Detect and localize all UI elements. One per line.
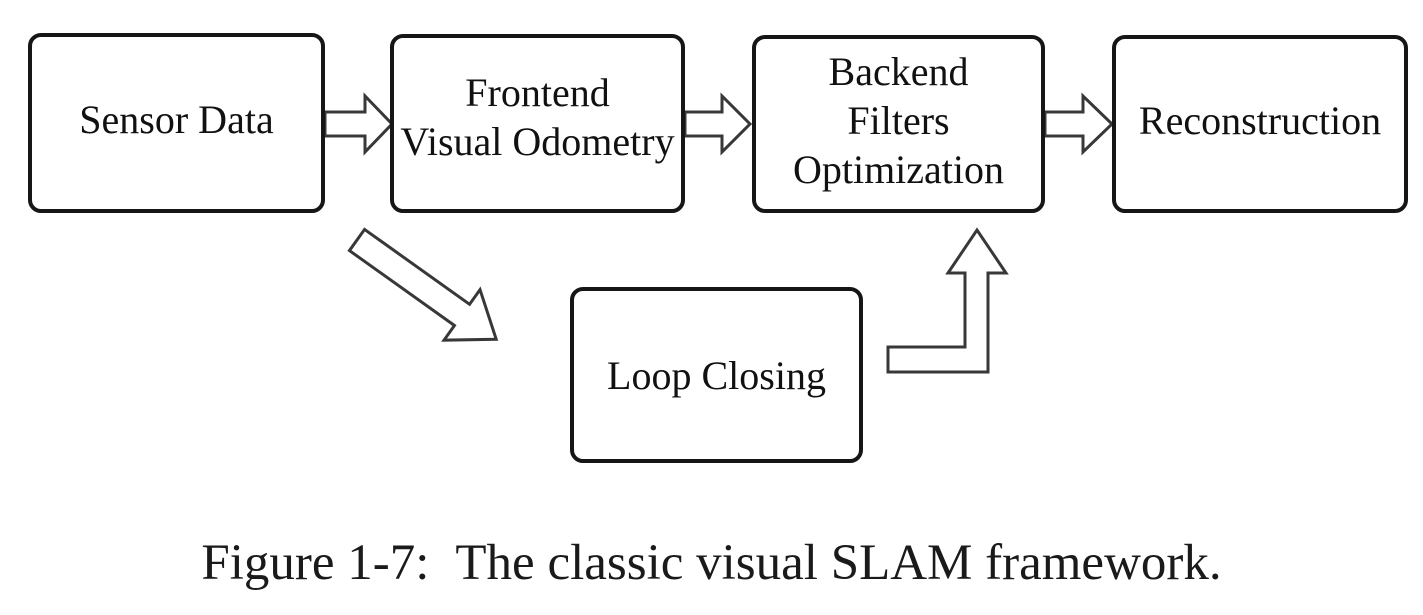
arrow-loop-closing-to-backend-icon — [886, 227, 1009, 374]
node-label-line: Backend — [828, 48, 969, 94]
node-label-line: Visual Odometry — [400, 118, 675, 164]
node-label-line: Optimization — [792, 146, 1005, 192]
node-backend-filters-optimization: Backend Filters Optimization — [752, 35, 1045, 213]
node-loop-closing: Loop Closing — [570, 287, 863, 463]
node-label-line: Loop Closing — [607, 352, 826, 398]
node-reconstruction: Reconstruction — [1112, 35, 1408, 213]
node-label-line: Filters — [847, 97, 950, 143]
figure-caption-text: The classic visual SLAM framework. — [455, 535, 1222, 591]
node-label-line: Reconstruction — [1138, 97, 1382, 143]
arrow-backend-to-reconstruction-icon — [1043, 92, 1115, 156]
arrow-sensor-to-loop-closing-icon — [347, 227, 499, 342]
node-frontend-visual-odometry: Frontend Visual Odometry — [390, 34, 685, 213]
figure-caption: Figure 1-7: The classic visual SLAM frame… — [0, 532, 1423, 594]
node-label-line: Sensor Data — [79, 96, 274, 142]
arrow-sensor-to-frontend-icon — [323, 92, 395, 156]
arrow-frontend-to-backend-icon — [683, 92, 753, 156]
node-sensor-data: Sensor Data — [28, 33, 325, 213]
figure-caption-label: Figure 1-7: — [201, 535, 430, 591]
node-label-line: Frontend — [465, 69, 610, 115]
